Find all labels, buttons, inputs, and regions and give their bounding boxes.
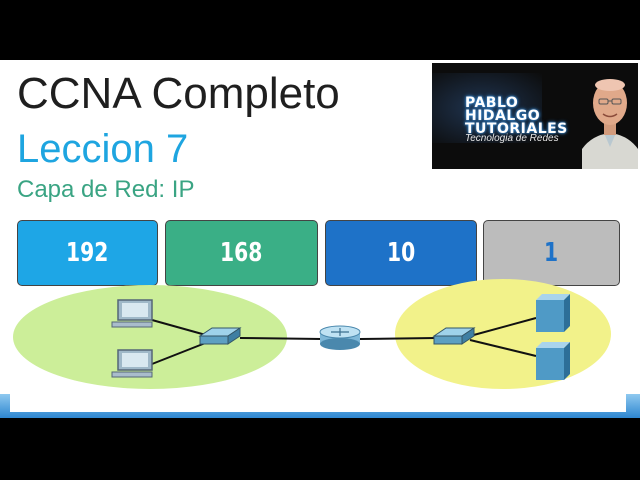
ip-octet-4-value: 1 <box>544 238 559 268</box>
ip-octet-3-value: 10 <box>386 238 416 268</box>
server-icon <box>536 342 570 380</box>
left-network-zone <box>13 285 287 389</box>
slide-title: CCNA Completo <box>17 69 340 118</box>
network-diagram <box>13 279 611 389</box>
brand-line-2: HIDALGO <box>465 108 541 124</box>
server-icon <box>536 294 570 332</box>
router-icon <box>319 325 361 350</box>
brand-tagline: Tecnologia de Redes <box>465 133 559 144</box>
logo-glow <box>432 73 542 143</box>
brand-line-3: TUTORIALES <box>465 121 568 137</box>
ip-octet-1: 192 <box>17 220 158 286</box>
channel-logo: PABLO HIDALGO TUTORIALES Tecnologia de R… <box>432 63 638 169</box>
ip-octet-3: 10 <box>325 220 477 286</box>
ip-octet-2: 168 <box>165 220 318 286</box>
bottom-accent-inner <box>10 394 626 412</box>
switch-icon <box>432 327 476 345</box>
computer-icon <box>111 349 153 378</box>
ip-octet-2-value: 168 <box>220 238 263 268</box>
slide: CCNA Completo Leccion 7 Capa de Red: IP … <box>0 60 640 418</box>
ip-octet-1-value: 192 <box>66 238 109 268</box>
ip-octet-4: 1 <box>483 220 620 286</box>
computer-icon <box>111 299 153 328</box>
brand-line-1: PABLO <box>465 95 519 111</box>
right-network-zone <box>395 279 611 389</box>
switch-icon <box>198 327 242 345</box>
presenter-photo <box>582 63 638 169</box>
lesson-topic: Capa de Red: IP <box>17 176 195 203</box>
lesson-number: Leccion 7 <box>17 127 189 171</box>
